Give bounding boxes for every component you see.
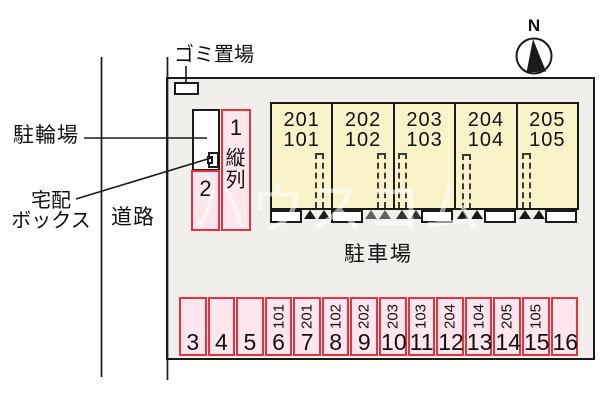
entrance-triangle xyxy=(533,210,545,219)
unit-lower-number: 105 xyxy=(529,129,566,152)
space-number: 9 xyxy=(357,328,371,355)
tandem-label: 縦列 xyxy=(222,147,244,191)
parking-space-16: 16 xyxy=(550,297,579,356)
space-number: 13 xyxy=(466,328,493,355)
unit-upper-number: 201 xyxy=(283,109,320,131)
space-room-label: 202 xyxy=(355,303,373,330)
unit-upper-number: 205 xyxy=(529,109,566,131)
space-number: 10 xyxy=(381,328,407,355)
space-number: 11 xyxy=(409,328,434,355)
porch-unit3 xyxy=(421,210,453,223)
parking-space-1-tandem: 1 縦列 xyxy=(221,109,251,231)
road-label: 道路 xyxy=(111,206,155,229)
unit-203-103: 203 103 xyxy=(395,104,457,208)
stairs-dashed-unit2 xyxy=(377,153,386,208)
unit-lower-number: 103 xyxy=(406,129,443,152)
space-room-label: 201 xyxy=(298,303,316,330)
porch-unit5 xyxy=(545,210,577,223)
space-number: 3 xyxy=(186,328,200,355)
unit-lower-number: 104 xyxy=(467,129,505,152)
watermark: ハウスコム xyxy=(192,177,482,240)
space-number: 15 xyxy=(523,328,550,355)
entrance-triangle xyxy=(318,210,330,219)
stairs-dashed-unit4 xyxy=(462,154,471,209)
stairs-dashed-unit1 xyxy=(315,153,324,208)
entrance-triangle xyxy=(396,210,408,219)
unit-205-105: 205 105 xyxy=(518,104,577,208)
entrance-triangle xyxy=(365,210,377,219)
entrance-triangle xyxy=(519,210,531,219)
porch-unit4 xyxy=(484,210,516,223)
unit-upper-number: 202 xyxy=(344,109,382,131)
stairs-dashed-unit5 xyxy=(522,153,531,208)
stairs-dashed-unit3 xyxy=(398,153,407,208)
space-number: 5 xyxy=(243,328,257,355)
compass-north-label: N xyxy=(527,16,541,35)
unit-201-101: 201 101 xyxy=(272,104,334,208)
delivery-box-label-line2: ボックス xyxy=(11,210,91,232)
parking-lot-label: 駐車場 xyxy=(344,243,413,266)
entrance-triangle xyxy=(410,210,422,219)
space-room-label: 105 xyxy=(527,303,545,330)
space-room-label: 203 xyxy=(384,303,402,330)
unit-204-104: 204 104 xyxy=(456,104,518,208)
space-number: 1 xyxy=(229,115,243,140)
garbage-station-label: ゴミ置場 xyxy=(174,44,254,66)
unit-202-102: 202 102 xyxy=(333,104,395,208)
space-room-label: 205 xyxy=(498,303,516,330)
entrance-triangle xyxy=(457,210,469,219)
entrance-triangle xyxy=(304,210,316,219)
unit-upper-number: 203 xyxy=(406,109,443,131)
space-number: 12 xyxy=(438,328,464,355)
space-room-label: 103 xyxy=(412,303,430,330)
space-room-label: 204 xyxy=(441,303,459,330)
porch-unit2 xyxy=(331,210,363,223)
bicycle-parking-label: 駐輪場 xyxy=(13,124,79,147)
entrance-triangle xyxy=(471,210,483,219)
space-room-label: 102 xyxy=(327,303,345,330)
unit-lower-number: 101 xyxy=(283,129,320,152)
space-number: 7 xyxy=(300,328,314,355)
parking-space-5: 5 xyxy=(236,297,264,356)
porch-unit1 xyxy=(270,210,302,223)
compass-circle xyxy=(515,37,553,75)
space-number: 8 xyxy=(329,328,343,355)
delivery-box-label-line1: 宅配 xyxy=(31,190,71,212)
space-number: 16 xyxy=(552,328,579,355)
delivery-box-door xyxy=(207,156,213,164)
unit-lower-number: 102 xyxy=(344,129,382,152)
parking-space-3: 3 xyxy=(179,297,207,356)
space-room-label: 104 xyxy=(470,303,488,330)
space-number: 6 xyxy=(272,328,285,355)
garbage-station-box xyxy=(174,82,199,95)
unit-upper-number: 204 xyxy=(467,109,505,131)
delivery-box-label: 宅配 ボックス xyxy=(4,191,98,231)
space-number: 4 xyxy=(214,328,228,355)
entrance-triangle xyxy=(379,210,391,219)
apartment-building: 201 101 202 102 203 103 204 104 205 105 xyxy=(270,102,579,210)
space-number: 14 xyxy=(495,328,521,355)
compass-needle-icon xyxy=(526,39,546,73)
space-room-label: 101 xyxy=(270,303,288,330)
parking-space-4: 4 xyxy=(207,297,236,356)
